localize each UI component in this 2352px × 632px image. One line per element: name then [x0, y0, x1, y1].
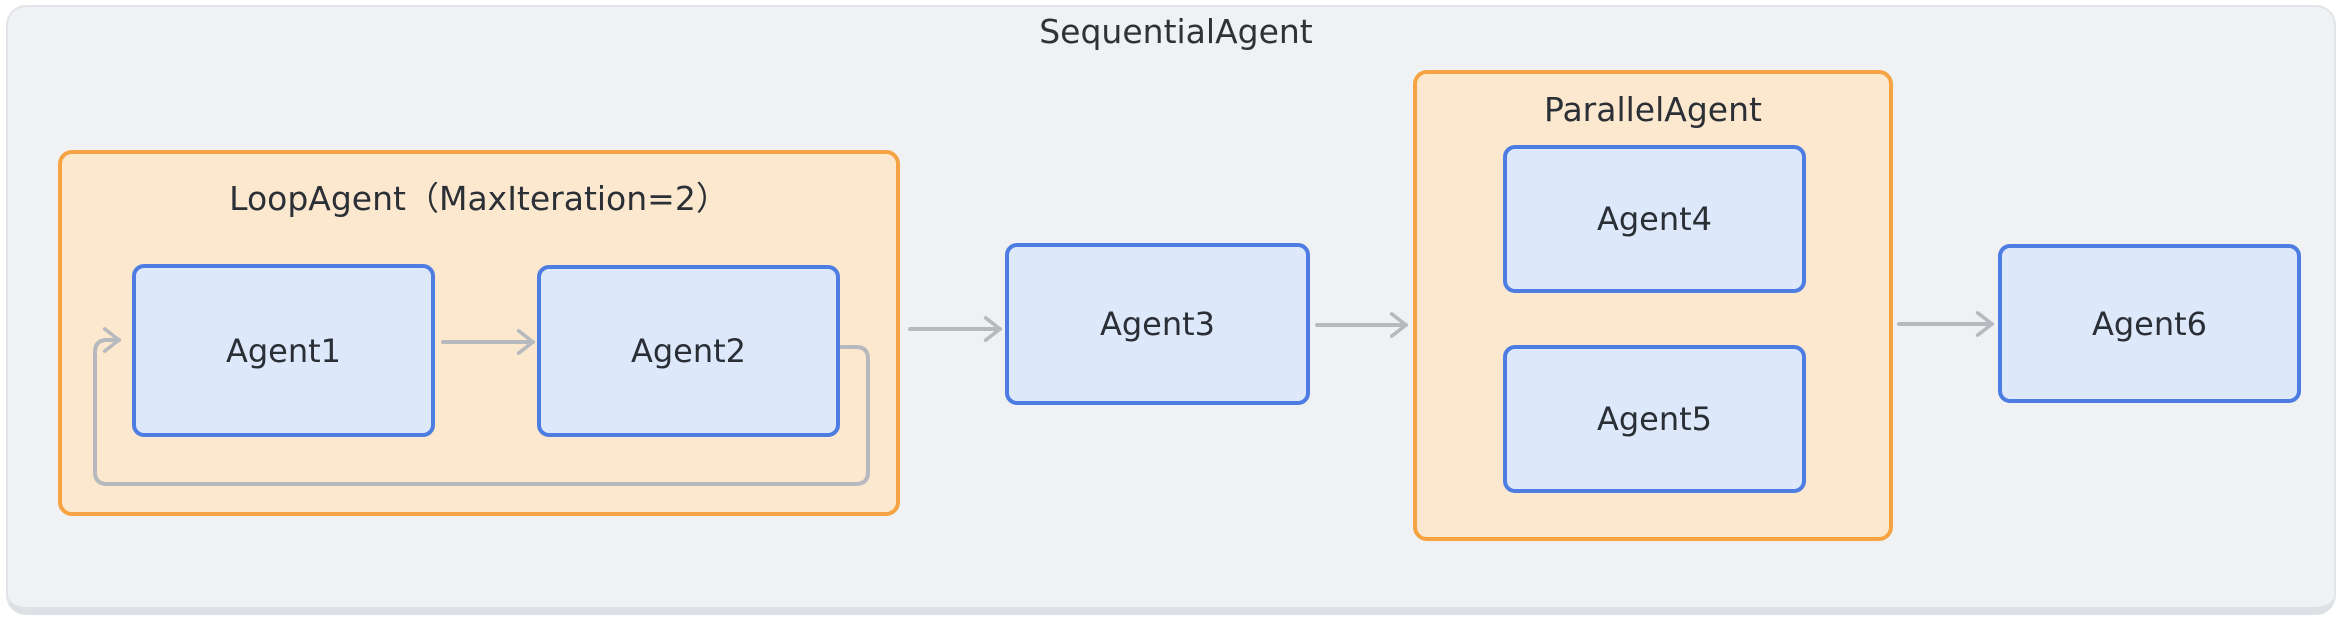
node-agent1: Agent1 [132, 264, 435, 437]
node-agent3: Agent3 [1005, 243, 1310, 405]
node-agent1-label: Agent1 [225, 331, 342, 370]
node-agent6-label: Agent6 [2091, 304, 2208, 343]
node-agent5: Agent5 [1503, 345, 1806, 493]
node-agent4: Agent4 [1503, 145, 1806, 293]
loop-agent-group-title: LoopAgent（MaxIteration=2） [229, 179, 729, 218]
diagram-title: SequentialAgent [1039, 12, 1313, 51]
parallel-agent-group-title: ParallelAgent [1544, 90, 1762, 129]
node-agent5-label: Agent5 [1596, 400, 1713, 438]
node-agent3-label: Agent3 [1099, 305, 1216, 343]
node-agent2: Agent2 [537, 265, 840, 437]
node-agent2-label: Agent2 [630, 332, 747, 370]
node-agent6: Agent6 [1998, 244, 2301, 403]
node-agent4-label: Agent4 [1596, 200, 1713, 238]
